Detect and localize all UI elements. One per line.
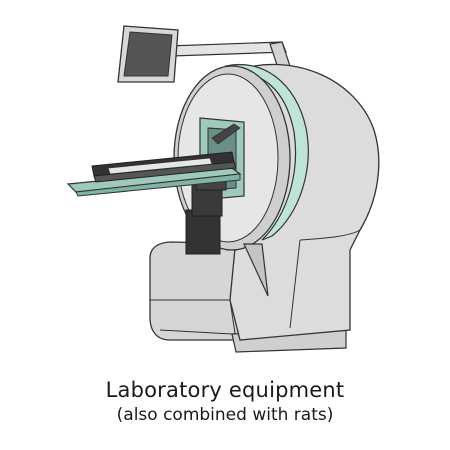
caption-subtitle: (also combined with rats)	[116, 405, 334, 425]
caption-title: Laboratory equipment	[105, 378, 345, 402]
accent-ring	[224, 64, 309, 241]
front-fin	[243, 243, 269, 297]
scanner-illustration	[66, 25, 380, 353]
monitor	[117, 25, 179, 83]
table-stand	[185, 171, 227, 255]
scanner-bed	[66, 151, 242, 197]
